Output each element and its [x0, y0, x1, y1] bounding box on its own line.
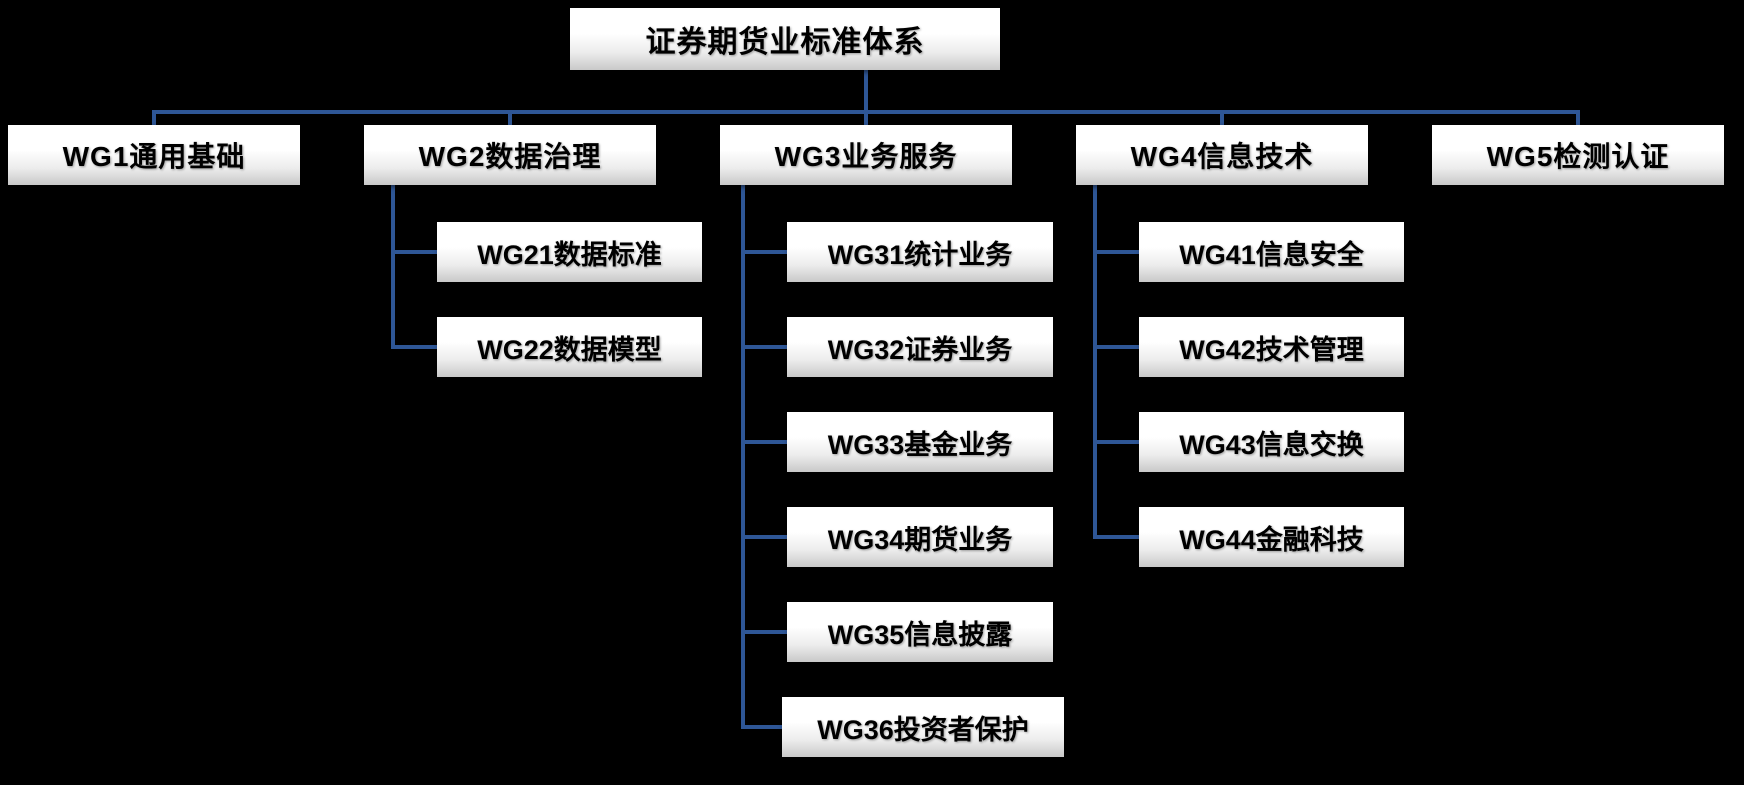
- connector-stub-wg31: [741, 250, 788, 254]
- node-wg22: WG22数据模型: [437, 317, 702, 377]
- connector-stub-wg21: [391, 250, 437, 254]
- connector-stub-wg41: [1093, 250, 1139, 254]
- node-wg32: WG32证券业务: [787, 317, 1053, 377]
- connector-stub-wg35: [741, 630, 788, 634]
- connector-branch-wg2: [391, 185, 395, 349]
- node-wg42: WG42技术管理: [1139, 317, 1404, 377]
- connector-stub-wg44: [1093, 535, 1139, 539]
- node-wg2: WG2数据治理: [364, 125, 656, 185]
- node-wg4: WG4信息技术: [1076, 125, 1368, 185]
- connector-stub-wg36: [741, 725, 788, 729]
- connector-drop-wg4: [1220, 110, 1224, 126]
- node-wg1: WG1通用基础: [8, 125, 300, 185]
- connector-drop-wg1: [152, 110, 156, 126]
- connector-root-drop: [864, 70, 868, 113]
- node-wg33: WG33基金业务: [787, 412, 1053, 472]
- node-wg5: WG5检测认证: [1432, 125, 1724, 185]
- node-wg3: WG3业务服务: [720, 125, 1012, 185]
- connector-stub-wg33: [741, 440, 788, 444]
- node-wg35: WG35信息披露: [787, 602, 1053, 662]
- connector-stub-wg34: [741, 535, 788, 539]
- connector-drop-wg2: [508, 110, 512, 126]
- node-wg36: WG36投资者保护: [782, 697, 1064, 757]
- node-wg41: WG41信息安全: [1139, 222, 1404, 282]
- node-wg31: WG31统计业务: [787, 222, 1053, 282]
- node-root: 证券期货业标准体系: [570, 8, 1000, 70]
- connector-drop-wg3: [864, 110, 868, 126]
- connector-stub-wg43: [1093, 440, 1139, 444]
- connector-stub-wg42: [1093, 345, 1139, 349]
- connector-branch-wg3: [741, 185, 745, 729]
- node-wg21: WG21数据标准: [437, 222, 702, 282]
- node-wg43: WG43信息交换: [1139, 412, 1404, 472]
- node-wg34: WG34期货业务: [787, 507, 1053, 567]
- connector-stub-wg22: [391, 345, 437, 349]
- connector-drop-wg5: [1576, 110, 1580, 126]
- connector-stub-wg32: [741, 345, 788, 349]
- node-wg44: WG44金融科技: [1139, 507, 1404, 567]
- connector-branch-wg4: [1093, 185, 1097, 539]
